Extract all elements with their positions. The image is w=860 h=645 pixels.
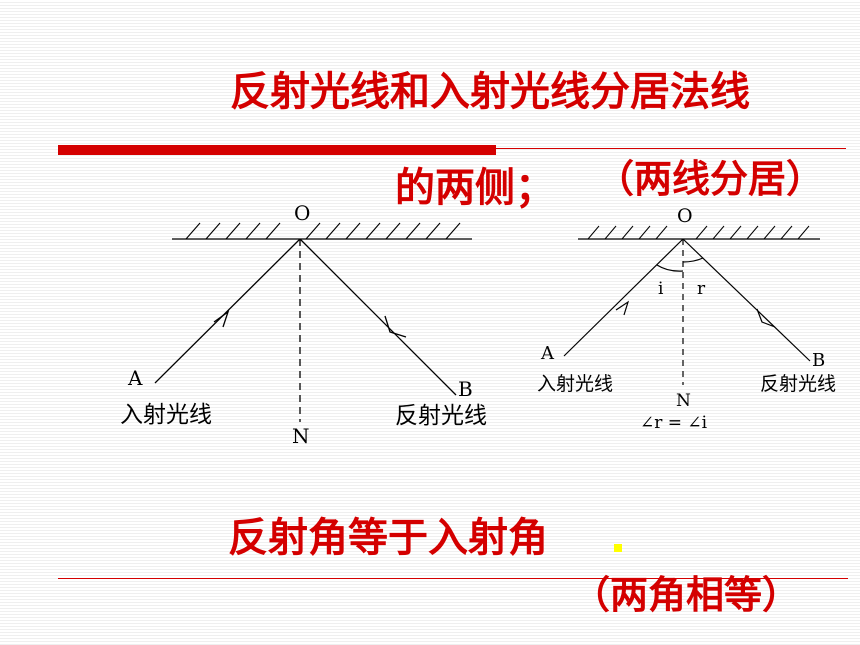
left-point-a: A bbox=[127, 366, 143, 390]
right-reflected-arrow bbox=[756, 308, 776, 328]
right-reflected-ray bbox=[682, 238, 811, 362]
right-point-o: O bbox=[677, 205, 693, 227]
right-incident-ray bbox=[563, 238, 684, 357]
left-mirror-hatching bbox=[185, 222, 461, 240]
law-two-period bbox=[614, 544, 622, 552]
bottom-rule bbox=[58, 578, 848, 579]
right-incident-arrow bbox=[615, 300, 630, 316]
left-incident-arrow bbox=[213, 310, 230, 328]
left-diagram bbox=[154, 222, 472, 422]
right-angle-i-label: i bbox=[658, 279, 664, 299]
left-incident-ray bbox=[154, 238, 301, 384]
law-one-line1: 反射光线和入射光线分居法线 bbox=[230, 68, 750, 115]
title-rule-thick bbox=[58, 145, 496, 155]
right-diagram bbox=[563, 225, 820, 385]
left-reflected-ray bbox=[299, 238, 457, 396]
left-reflected-arrow bbox=[384, 315, 407, 338]
right-point-b: B bbox=[812, 350, 825, 371]
law-two-text: 反射角等于入射角 bbox=[228, 514, 548, 561]
law-one-line2: 的两侧； bbox=[395, 164, 555, 211]
left-point-o: O bbox=[294, 201, 310, 225]
title-rule-thin bbox=[496, 148, 846, 149]
angle-equation: ∠r = ∠i bbox=[640, 413, 708, 433]
law-one-summary: （两线分居） bbox=[596, 156, 825, 201]
left-reflected-label: 反射光线 bbox=[395, 403, 487, 429]
law-two-summary: （两角相等） bbox=[572, 572, 801, 617]
angle-r-arc bbox=[682, 257, 704, 263]
right-reflected-label: 反射光线 bbox=[760, 373, 836, 395]
left-incident-label: 入射光线 bbox=[120, 402, 212, 428]
left-point-n: N bbox=[292, 424, 310, 448]
right-point-n: N bbox=[676, 391, 691, 411]
right-point-a: A bbox=[540, 343, 555, 364]
right-mirror-hatching bbox=[587, 225, 810, 240]
left-point-b: B bbox=[458, 377, 473, 401]
right-angle-r-label: r bbox=[697, 279, 706, 299]
angle-i-arc bbox=[656, 264, 684, 272]
right-incident-label: 入射光线 bbox=[537, 373, 613, 395]
